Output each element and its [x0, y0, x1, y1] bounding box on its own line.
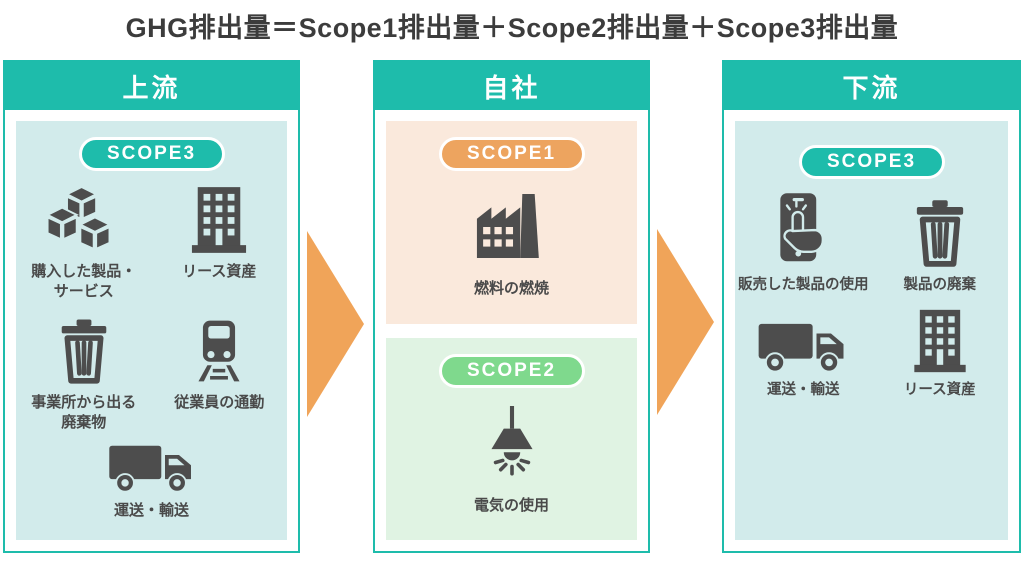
item-label: 販売した製品の使用	[738, 277, 869, 293]
column-header-company: 自社	[375, 62, 648, 110]
phone-tap-icon	[769, 193, 837, 269]
scope3-badge-upstream: SCOPE3	[78, 137, 225, 171]
scope1-badge: SCOPE1	[438, 137, 585, 171]
item-leased-assets-downstream: リース資産	[872, 309, 1009, 401]
item-transport-upstream: 運送・輸送	[16, 442, 287, 521]
building-icon	[912, 309, 968, 374]
scope2-label: 電気の使用	[473, 496, 549, 514]
item-label: 購入した製品・ サービス	[31, 263, 137, 301]
item-transport-downstream: 運送・輸送	[735, 310, 872, 401]
item-leased-assets-upstream: リース資産	[152, 181, 288, 303]
truck-icon	[108, 442, 196, 494]
column-downstream: 下流 SCOPE3	[722, 60, 1021, 553]
downstream-items-grid: 販売した製品の使用	[735, 193, 1009, 401]
boxes-icon	[46, 181, 121, 255]
train-icon	[194, 312, 244, 386]
item-label: 事業所から出る 廃棄物	[31, 393, 137, 431]
factory-icon	[472, 187, 552, 267]
scope1-label: 燃料の燃焼	[473, 280, 549, 297]
column-body-upstream: SCOPE3	[5, 110, 298, 551]
item-sold-product-use: 販売した製品の使用	[735, 193, 872, 296]
column-upstream: 上流 SCOPE3	[3, 60, 300, 553]
scope3-badge-downstream: SCOPE3	[798, 145, 945, 179]
item-label: リース資産	[182, 263, 257, 280]
flow-arrow-right-icon	[657, 229, 714, 415]
pendant-lamp-icon	[481, 404, 543, 484]
scope1-panel: SCOPE1 燃料の燃焼	[386, 121, 637, 324]
item-label: 従業員の通勤	[174, 393, 265, 411]
column-header-upstream: 上流	[5, 62, 298, 110]
item-label: 製品の廃棄	[903, 277, 977, 293]
scope3-downstream-panel: SCOPE3	[735, 121, 1008, 540]
item-label: 運送・輸送	[767, 381, 840, 398]
item-purchased-goods: 購入した製品・ サービス	[16, 181, 152, 303]
truck-icon	[758, 310, 848, 374]
column-body-downstream: SCOPE3	[724, 110, 1019, 551]
flow-arrow-right-icon	[307, 231, 364, 417]
upstream-items-grid: 購入した製品・ サービス	[16, 181, 287, 521]
column-company: 自社 SCOPE1 燃料の燃焼 SCOPE2	[373, 60, 650, 553]
item-label: リース資産	[903, 381, 976, 398]
scope2-panel: SCOPE2 電気の使用	[386, 337, 637, 540]
building-icon	[190, 181, 248, 255]
item-office-waste: 事業所から出る 廃棄物	[16, 312, 152, 434]
scope3-upstream-panel: SCOPE3	[16, 121, 287, 540]
page-title: GHG排出量＝Scope1排出量＋Scope2排出量＋Scope3排出量	[125, 13, 899, 43]
column-body-company: SCOPE1 燃料の燃焼 SCOPE2	[375, 110, 648, 551]
column-header-downstream: 下流	[724, 62, 1019, 110]
scope2-badge: SCOPE2	[438, 353, 585, 388]
trash-icon	[913, 195, 967, 269]
item-employee-commute: 従業員の通勤	[152, 312, 288, 434]
trash-icon	[58, 312, 110, 386]
item-product-disposal: 製品の廃棄	[872, 195, 1009, 296]
item-label: 運送・輸送	[113, 502, 189, 519]
